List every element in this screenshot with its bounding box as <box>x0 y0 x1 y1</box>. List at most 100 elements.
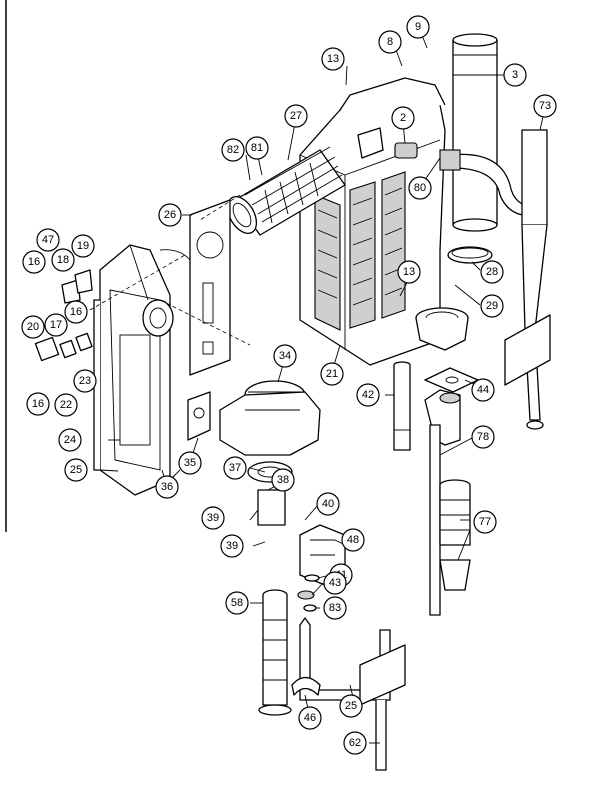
callout-83: 83 <box>323 596 347 620</box>
svg-text:29: 29 <box>486 300 498 312</box>
callout-16-b: 16 <box>64 300 88 324</box>
callout-17: 17 <box>44 313 68 337</box>
svg-text:46: 46 <box>304 712 316 724</box>
svg-text:25: 25 <box>345 700 357 712</box>
alignment-line <box>199 194 241 221</box>
svg-text:25: 25 <box>70 464 82 476</box>
callout-62: 62 <box>343 731 367 755</box>
sensor-parts-left <box>34 269 93 362</box>
callout-16-c: 16 <box>26 392 50 416</box>
callout-23: 23 <box>73 369 97 393</box>
svg-text:34: 34 <box>279 350 291 362</box>
svg-text:39: 39 <box>207 512 219 524</box>
callout-36: 36 <box>155 475 179 499</box>
svg-text:16: 16 <box>70 306 82 318</box>
callout-80: 80 <box>408 176 432 200</box>
callout-81: 81 <box>245 136 269 160</box>
callout-2: 2 <box>391 106 415 130</box>
callout-25-bottom: 25 <box>339 694 363 718</box>
alignment-line <box>89 254 186 311</box>
callout-77: 77 <box>473 510 497 534</box>
burner-door-gasket <box>189 199 231 376</box>
svg-text:18: 18 <box>57 254 69 266</box>
svg-text:73: 73 <box>539 100 551 112</box>
svg-text:27: 27 <box>290 110 302 122</box>
heat-exchanger-body <box>299 77 469 366</box>
svg-text:81: 81 <box>251 142 263 154</box>
siphon-tube <box>504 129 551 430</box>
callout-73: 73 <box>533 94 557 118</box>
svg-text:20: 20 <box>27 321 39 333</box>
alignment-line <box>159 299 251 346</box>
callout-8: 8 <box>378 30 402 54</box>
svg-text:9: 9 <box>415 21 421 33</box>
callout-82: 82 <box>221 138 245 162</box>
svg-text:8: 8 <box>387 36 393 48</box>
heat-exchanger-fins <box>314 171 406 331</box>
callout-13-mid: 13 <box>397 260 421 284</box>
drain-pipe-section <box>439 479 471 591</box>
nipple <box>297 590 315 600</box>
svg-text:38: 38 <box>277 474 289 486</box>
svg-text:19: 19 <box>77 240 89 252</box>
callout-24: 24 <box>58 428 82 452</box>
svg-text:78: 78 <box>477 431 489 443</box>
svg-text:13: 13 <box>403 266 415 278</box>
washer <box>303 604 317 612</box>
condensate-elbow <box>424 389 461 616</box>
callout-43: 43 <box>323 571 347 595</box>
svg-text:77: 77 <box>479 516 491 528</box>
callout-13-top: 13 <box>321 47 345 71</box>
combustion-chamber-cover <box>93 244 191 496</box>
callout-21: 21 <box>320 362 344 386</box>
callout-42: 42 <box>356 383 380 407</box>
callout-27: 27 <box>284 104 308 128</box>
callout-35: 35 <box>178 451 202 475</box>
callout-48: 48 <box>341 528 365 552</box>
sensor-connector <box>394 142 418 159</box>
svg-text:28: 28 <box>486 266 498 278</box>
svg-text:47: 47 <box>42 234 54 246</box>
callout-37: 37 <box>223 456 247 480</box>
svg-text:16: 16 <box>32 398 44 410</box>
callout-78: 78 <box>471 425 495 449</box>
svg-text:26: 26 <box>164 209 176 221</box>
svg-text:3: 3 <box>512 69 518 81</box>
callout-44: 44 <box>471 378 495 402</box>
svg-text:16: 16 <box>28 256 40 268</box>
svg-text:80: 80 <box>414 182 426 194</box>
callout-47: 47 <box>36 228 60 252</box>
svg-text:21: 21 <box>326 368 338 380</box>
svg-text:83: 83 <box>329 602 341 614</box>
burner-tube <box>226 146 346 236</box>
gas-valve-assembly <box>247 461 346 586</box>
svg-text:23: 23 <box>79 375 91 387</box>
fan-gasket <box>187 391 211 441</box>
callout-3: 3 <box>503 63 527 87</box>
svg-text:58: 58 <box>231 597 243 609</box>
callout-46: 46 <box>298 706 322 730</box>
svg-text:2: 2 <box>400 112 406 124</box>
svg-text:48: 48 <box>347 534 359 546</box>
svg-text:35: 35 <box>184 457 196 469</box>
callout-25-left: 25 <box>64 458 88 482</box>
flue-seal-ring <box>447 246 493 264</box>
callout-39-b: 39 <box>220 534 244 558</box>
callout-34: 34 <box>273 344 297 368</box>
svg-text:43: 43 <box>329 577 341 589</box>
callout-16-a: 16 <box>22 250 46 274</box>
callout-28: 28 <box>480 260 504 284</box>
air-inlet-pipe <box>258 589 292 716</box>
callout-19: 19 <box>71 234 95 258</box>
svg-text:36: 36 <box>161 481 173 493</box>
callout-38: 38 <box>271 468 295 492</box>
svg-text:82: 82 <box>227 144 239 156</box>
callout-9: 9 <box>406 15 430 39</box>
callout-29: 29 <box>480 294 504 318</box>
o-ring <box>304 574 320 582</box>
callout-39-a: 39 <box>201 506 225 530</box>
svg-text:13: 13 <box>327 53 339 65</box>
pipe-clip <box>291 676 321 696</box>
svg-text:17: 17 <box>50 319 62 331</box>
